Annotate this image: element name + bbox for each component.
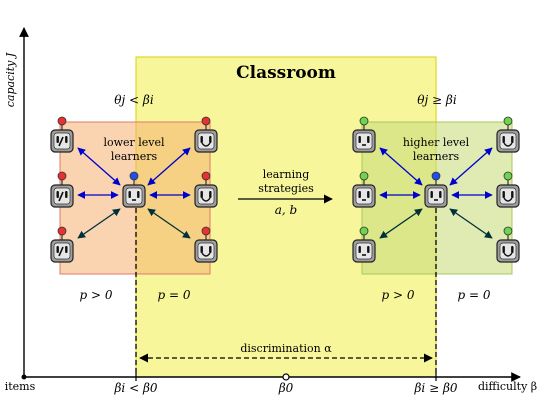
higher-learner-left-2 [352, 171, 376, 208]
learner-node-icon [359, 226, 369, 236]
higher-arrow-ll [379, 208, 423, 239]
lower-learner-right-1 [194, 116, 218, 153]
learner-node-icon [503, 171, 513, 181]
higher-level-label-1: higher level [403, 136, 470, 149]
higher-learner-left-1 [352, 116, 376, 153]
learner-node-icon [201, 116, 211, 126]
learner-node-icon [503, 116, 513, 126]
learner-node-icon [431, 171, 441, 181]
higher-learner-right-2 [496, 171, 520, 208]
discrimination-label: discrimination α [240, 342, 332, 355]
higher-arrow-ur [449, 147, 493, 186]
learner-node-icon [201, 171, 211, 181]
higher-arrow-ul [379, 147, 423, 186]
lower-arrow-ul [77, 147, 121, 186]
lower-learner-left-1 [50, 116, 74, 153]
lower-learner-right-2 [194, 171, 218, 208]
x-axis-label: difficulty β [478, 380, 537, 393]
lower-level-label-1: lower level [103, 136, 165, 149]
origin-label: items [5, 380, 36, 393]
learner-node-icon [57, 116, 67, 126]
p-label-right-2: p = 0 [458, 288, 491, 302]
learner-node-icon [129, 171, 139, 181]
learner-node-icon [57, 171, 67, 181]
tick-label-beta0: β0 [278, 381, 294, 395]
p-label-left-2: p = 0 [158, 288, 191, 302]
higher-arrow-lr [449, 208, 493, 239]
higher-learner-right-1 [496, 116, 520, 153]
lower-level-label-2: learners [111, 150, 158, 163]
p-label-left-1: p > 0 [80, 288, 113, 302]
tick-label-right: βi ≥ β0 [413, 381, 457, 395]
p-label-right-1: p > 0 [382, 288, 415, 302]
origin-point [21, 374, 27, 380]
lower-learner-center [122, 171, 146, 208]
condition-right: θj ≥ βi [417, 93, 457, 107]
condition-left: θj < βi [114, 93, 154, 107]
higher-learner-right-3 [496, 226, 520, 263]
learner-node-icon [57, 226, 67, 236]
classroom-title: Classroom [236, 63, 336, 83]
higher-learner-left-3 [352, 226, 376, 263]
higher-level-label-2: learners [413, 150, 460, 163]
tick-beta0 [282, 373, 290, 381]
strategies-label-2: strategies [258, 182, 314, 195]
strategies-label-1: learning [263, 168, 310, 181]
lower-arrow-ll [77, 208, 121, 239]
lower-learner-left-2 [50, 171, 74, 208]
lower-learner-right-3 [194, 226, 218, 263]
learner-node-icon [503, 226, 513, 236]
y-axis-label: capacity J [4, 52, 17, 107]
higher-learner-center [424, 171, 448, 208]
lower-learner-left-3 [50, 226, 74, 263]
learner-node-icon [359, 171, 369, 181]
tick-label-left: βi < β0 [113, 381, 157, 395]
strategies-params: a, b [275, 203, 297, 217]
lower-arrow-ur [147, 147, 191, 186]
lower-arrow-lr [147, 208, 191, 239]
learner-node-icon [359, 116, 369, 126]
learner-node-icon [201, 226, 211, 236]
